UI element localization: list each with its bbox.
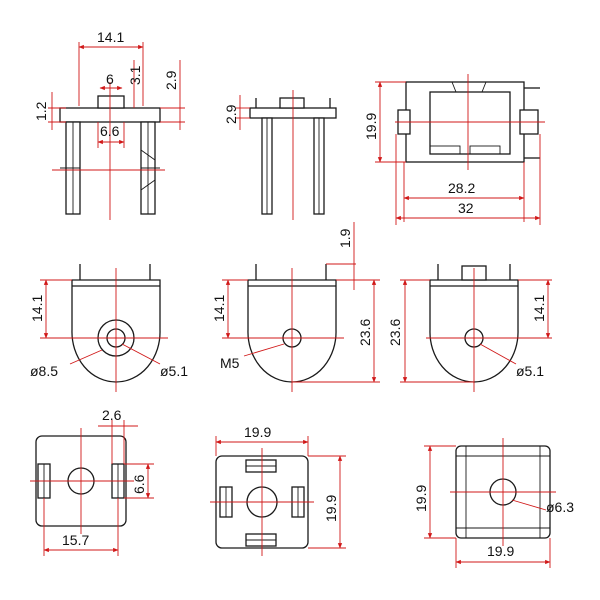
botright-width-label: 19.9 bbox=[487, 543, 514, 559]
botleft-slot-label: 6.6 bbox=[131, 474, 147, 494]
front-pin-height-label: 2.9 bbox=[163, 70, 179, 90]
view-bottom-center: 19.9 19.9 bbox=[210, 424, 346, 556]
botcenter-height-label: 19.9 bbox=[323, 495, 339, 522]
front-slot-label: 6 bbox=[106, 71, 114, 87]
midcenter-height-label: 14.1 bbox=[211, 295, 227, 322]
front-width-label: 14.1 bbox=[97, 29, 124, 45]
midcenter-total-height-label: 23.6 bbox=[357, 319, 373, 346]
top-total-width-label: 32 bbox=[458, 200, 474, 216]
view-side-elevation: 2.9 bbox=[223, 90, 337, 220]
midleft-inner-diameter-label: ø5.1 bbox=[160, 363, 188, 379]
midright-total-height-label: 23.6 bbox=[387, 319, 403, 346]
view-mid-center: 14.1 1.9 23.6 M5 bbox=[211, 222, 380, 392]
view-front-elevation: 14.1 6 3.1 2.9 1.2 6.6 bbox=[33, 29, 185, 220]
midright-inner-diameter-label: ø5.1 bbox=[516, 363, 544, 379]
front-inner-label: 6.6 bbox=[100, 123, 120, 139]
midleft-height-label: 14.1 bbox=[29, 295, 45, 322]
botright-hole-diameter-label: ø6.3 bbox=[546, 499, 574, 515]
view-bottom-right: 19.9 ø6.3 19.9 bbox=[413, 438, 574, 568]
botright-height-label: 19.9 bbox=[413, 485, 429, 512]
view-mid-right: 23.6 14.1 ø5.1 bbox=[387, 264, 552, 392]
front-step-label: 1.2 bbox=[33, 101, 49, 121]
top-inner-width-label: 28.2 bbox=[448, 180, 475, 196]
view-mid-left: 14.1 ø8.5 ø5.1 bbox=[29, 264, 188, 392]
midleft-outer-diameter-label: ø8.5 bbox=[30, 363, 58, 379]
midcenter-thread-label: M5 bbox=[220, 355, 240, 371]
midright-height-label: 14.1 bbox=[531, 295, 547, 322]
front-slot-height-label: 3.1 bbox=[127, 65, 143, 85]
midcenter-pin-height-label: 1.9 bbox=[337, 228, 353, 248]
botleft-width-label: 15.7 bbox=[62, 532, 89, 548]
botcenter-width-label: 19.9 bbox=[244, 424, 271, 440]
view-top-plan: 19.9 28.2 32 bbox=[363, 74, 545, 225]
top-height-label: 19.9 bbox=[363, 113, 379, 140]
view-bottom-left: 2.6 6.6 15.7 bbox=[30, 407, 154, 556]
side-pin-height-label: 2.9 bbox=[223, 104, 239, 124]
botleft-gap-label: 2.6 bbox=[102, 407, 122, 423]
